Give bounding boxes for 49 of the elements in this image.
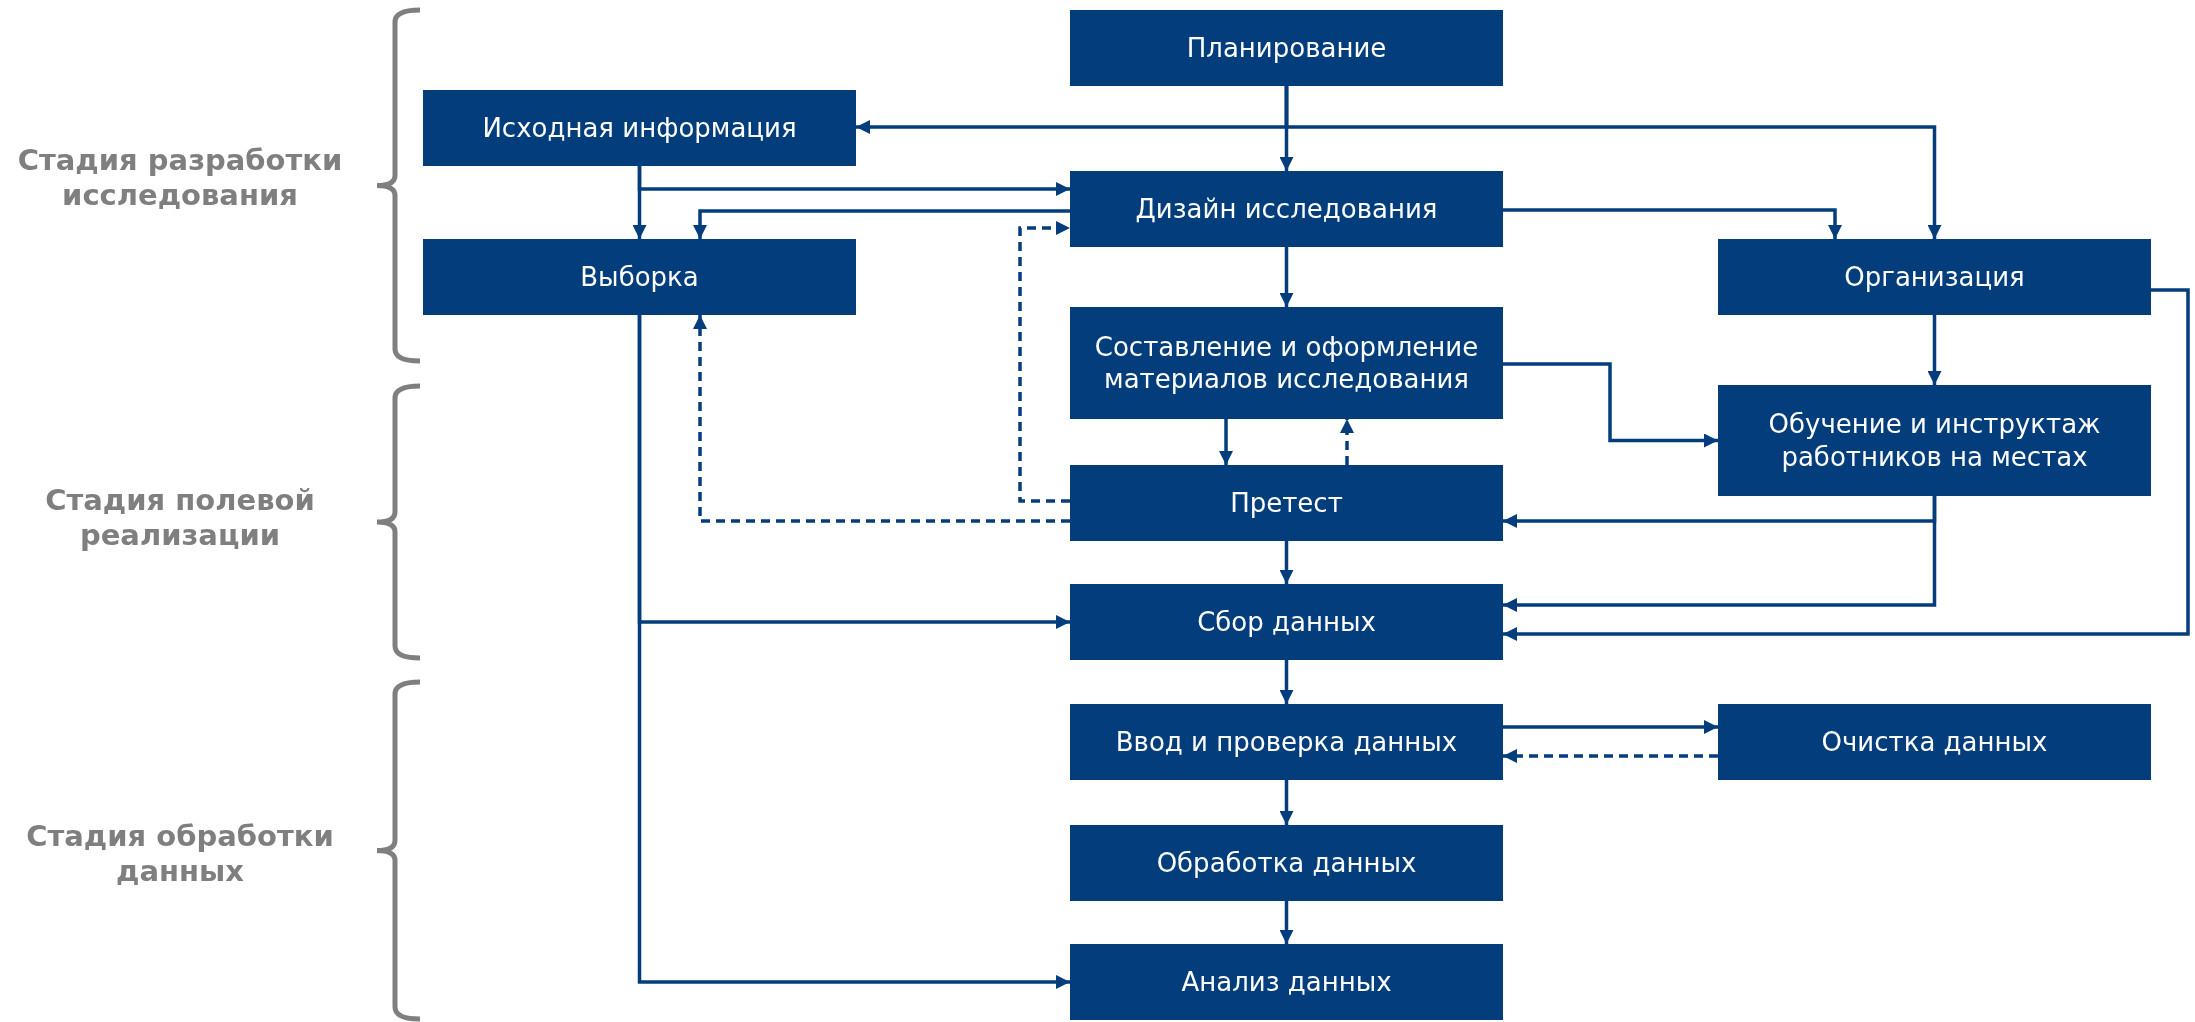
process-box [1070,825,1503,901]
process-box [423,90,856,166]
process-box [1718,239,2151,315]
arrow [1279,780,1294,825]
stage-label: Стадия полевой реализации [44,483,316,553]
box-label: Исходная информация [482,111,797,145]
process-box [423,239,856,315]
arrow [1279,660,1294,704]
process-box [1070,944,1503,1020]
arrow [1219,419,1233,465]
box-label: Обработка данных [1156,846,1417,880]
arrow [1284,86,1942,239]
stage-label: Стадия обработки данных [25,819,335,889]
arrow [637,315,1070,989]
box-label: Выборка [580,260,699,294]
dashed-arrow [1503,749,1718,763]
box-label: Претест [1230,486,1343,520]
arrow [1503,208,1842,239]
box-label: Дизайн исследования [1135,192,1438,226]
arrow [1279,541,1294,584]
box-label: Очистка данных [1821,725,2048,759]
process-box [1070,704,1503,780]
box-label: Анализ данных [1181,965,1392,999]
arrow [1927,315,1942,385]
dashed-arrow [693,315,1070,523]
arrow [1503,720,1718,734]
box-label: Сбор данных [1197,605,1376,639]
process-box [1070,465,1503,541]
process-box [1070,10,1503,86]
process-box [1070,171,1503,247]
box-label: Организация [1844,260,2025,294]
stage-label: Стадия разработки исследования [16,143,344,213]
dashed-arrow [1018,221,1070,503]
process-box [1718,385,2151,496]
arrow [1503,496,1937,612]
arrow [1279,247,1294,307]
arrow [1503,288,2190,641]
box-label: Планирование [1186,31,1387,65]
dashed-arrow [1340,419,1354,465]
box-label: Обучение и инструктаж работников на местах [1767,408,2102,473]
process-box [1070,584,1503,660]
process-box [1718,704,2151,780]
arrow [637,166,1070,196]
arrow [1279,901,1294,944]
process-box [1070,307,1503,419]
arrow [693,209,1070,239]
box-label: Составление и оформление материалов исследования [1093,330,1480,396]
arrow [1503,362,1718,448]
box-label: Ввод и проверка данных [1115,725,1458,759]
